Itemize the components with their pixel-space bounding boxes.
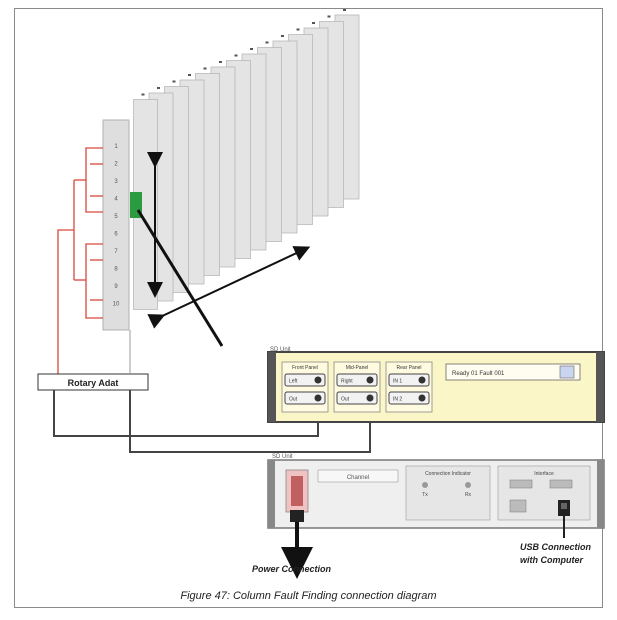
horizontal-travel-arrow	[147, 246, 311, 329]
column-number: 8	[114, 267, 118, 273]
connector-knob	[314, 394, 322, 402]
column-top-mark	[219, 61, 222, 63]
probe-line	[136, 209, 224, 347]
column-number: 4	[114, 197, 118, 203]
column-number: 1	[114, 144, 118, 150]
connector-label: Out	[289, 397, 298, 403]
column-top-mark	[312, 22, 315, 24]
column-stack	[133, 9, 360, 310]
column-number: 7	[114, 249, 118, 255]
connector-knob	[418, 394, 426, 402]
connector-knob	[366, 376, 374, 384]
connector-slot	[388, 391, 430, 405]
column-number: 6	[114, 232, 118, 238]
figure-caption: Figure 47: Column Fault Finding connecti…	[180, 590, 437, 602]
connector-label: IN 2	[393, 397, 402, 403]
port-icon	[549, 479, 573, 489]
connector-slot	[336, 391, 378, 405]
column-number: 9	[114, 284, 118, 290]
column-number: 3	[114, 179, 118, 185]
connector-label: Out	[341, 397, 350, 403]
led-indicator	[422, 482, 428, 488]
lower-unit: SD Unit Channel Connection Indicator Tx …	[267, 454, 605, 529]
connector-slot	[336, 373, 378, 387]
channel-field: Channel	[347, 475, 369, 481]
led-label-1: Tx	[422, 492, 428, 498]
led-indicator	[465, 482, 471, 488]
connector-label: Left	[289, 379, 298, 385]
figure-frame	[14, 8, 603, 608]
connector-label: IN 1	[393, 379, 402, 385]
column-top-mark	[250, 48, 253, 50]
group-label-1: Front Panel	[292, 365, 318, 371]
column-top-mark	[188, 74, 191, 76]
rotary-adaptor-box	[37, 373, 149, 391]
group-label-3: Rear Panel	[396, 365, 421, 371]
group-label-2: Mid-Panel	[346, 365, 369, 371]
led-label-2: Rx	[465, 492, 472, 498]
port-icon	[509, 479, 533, 489]
column-number: 2	[114, 162, 118, 168]
column-top-mark	[265, 41, 269, 44]
column-top-mark	[141, 93, 145, 96]
upper-unit: SD Unit Front Panel Mid-Panel Rear Panel…	[267, 347, 605, 423]
front-column: 1 2 3 4 5 6 7 8 9 10	[102, 119, 130, 331]
connector-slot	[388, 373, 430, 387]
rotary-adaptor-label: Rotary Adat	[68, 378, 119, 388]
red-wiring	[57, 147, 103, 374]
upper-unit-label: SD Unit	[270, 347, 291, 353]
connector-slot	[284, 391, 326, 405]
column-top-mark	[343, 9, 346, 11]
connector-label: Right	[341, 379, 353, 385]
column-number: 5	[114, 214, 118, 220]
column-top-mark	[327, 15, 331, 18]
column-top-mark	[203, 67, 207, 70]
power-connection-label: Power Connection	[252, 564, 332, 574]
connector-knob	[314, 376, 322, 384]
column-top-mark	[281, 35, 284, 37]
unit-display-text: Ready 01 Fault 001	[452, 371, 505, 377]
lower-unit-label: SD Unit	[272, 454, 293, 460]
usb-connection-label: USB Connection	[520, 542, 592, 552]
mid-panel-title: Connection Indicator	[425, 471, 471, 477]
column-top-mark	[157, 87, 160, 89]
column-top-mark	[234, 54, 238, 57]
column-number: 10	[113, 302, 120, 308]
connector-knob	[418, 376, 426, 384]
display-icon	[559, 365, 575, 379]
connector-slot	[284, 373, 326, 387]
column-top-mark	[296, 28, 300, 31]
port-icon	[509, 499, 527, 513]
usb-connection-label-2: with Computer	[520, 555, 583, 565]
connector-knob	[366, 394, 374, 402]
column-top-mark	[172, 80, 176, 83]
right-panel-title: Interface	[534, 471, 554, 477]
